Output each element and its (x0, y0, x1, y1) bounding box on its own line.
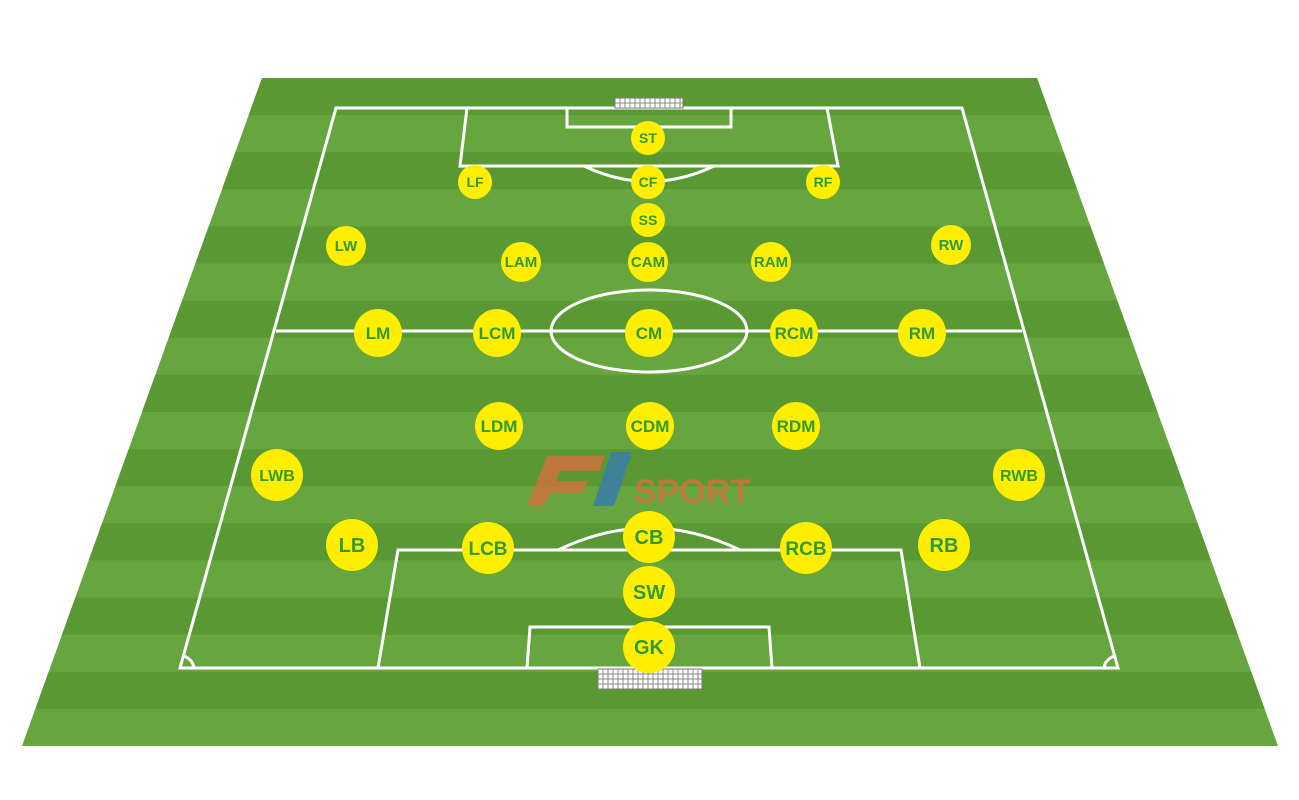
position-cam: CAM (628, 242, 668, 282)
position-ss: SS (631, 203, 665, 237)
logo-1-shape (593, 452, 632, 506)
corner-arc-bottom-right (1102, 654, 1115, 669)
position-rwb: RWB (993, 449, 1045, 501)
position-st: ST (631, 121, 665, 155)
position-label: LW (335, 238, 358, 255)
position-lam: LAM (501, 242, 541, 282)
position-label: CB (635, 527, 664, 549)
position-ram: RAM (751, 242, 791, 282)
position-label: LM (366, 324, 391, 343)
position-label: LWB (259, 468, 295, 485)
position-lw: LW (326, 226, 366, 266)
position-label: RAM (754, 254, 788, 271)
position-label: LAM (505, 254, 538, 271)
position-cb: CB (623, 511, 675, 563)
position-lb: LB (326, 519, 378, 571)
position-label: CDM (631, 417, 670, 436)
position-label: LCM (479, 324, 516, 343)
position-label: ST (639, 130, 657, 146)
position-sw: SW (623, 566, 675, 618)
touchline-boundary (178, 106, 1120, 670)
position-label: CM (636, 324, 662, 343)
position-label: RCM (775, 324, 814, 343)
position-label: CF (639, 174, 658, 190)
position-lm: LM (354, 309, 402, 357)
position-label: LCB (468, 539, 507, 560)
position-label: RW (939, 237, 965, 254)
position-rm: RM (898, 309, 946, 357)
position-cm: CM (625, 309, 673, 357)
top-goal-net (614, 97, 684, 109)
logo-sport-text: SPORT (634, 473, 751, 511)
position-label: RCB (785, 539, 826, 560)
position-markers: ST LF CF RF SS LW LAM CAM RAM RW LM LCM … (251, 121, 1045, 673)
position-cdm: CDM (626, 402, 674, 450)
position-label: SS (639, 212, 658, 228)
position-label: RB (930, 535, 959, 557)
position-rcm: RCM (770, 309, 818, 357)
position-rcb: RCB (780, 522, 832, 574)
grass-stripe (22, 78, 1278, 116)
position-label: SW (633, 582, 665, 604)
position-label: RM (909, 324, 935, 343)
position-lf: LF (458, 165, 492, 199)
position-rf: RF (806, 165, 840, 199)
position-rb: RB (918, 519, 970, 571)
f1-sport-logo: SPORT (527, 452, 751, 511)
corner-arc-bottom-left (183, 654, 196, 669)
center-circle (549, 288, 749, 374)
position-label: RWB (1000, 468, 1038, 485)
position-lcm: LCM (473, 309, 521, 357)
position-ldm: LDM (475, 402, 523, 450)
position-cf: CF (631, 165, 665, 199)
position-label: CAM (631, 254, 665, 271)
position-label: RF (814, 174, 833, 190)
position-label: LF (466, 174, 484, 190)
position-label: RDM (777, 417, 816, 436)
position-lcb: LCB (462, 522, 514, 574)
logo-f-shape (527, 456, 605, 506)
position-label: LB (339, 535, 366, 557)
position-gk: GK (623, 621, 675, 673)
position-label: GK (634, 637, 665, 659)
position-lwb: LWB (251, 449, 303, 501)
position-label: LDM (481, 417, 518, 436)
position-rdm: RDM (772, 402, 820, 450)
position-rw: RW (931, 225, 971, 265)
